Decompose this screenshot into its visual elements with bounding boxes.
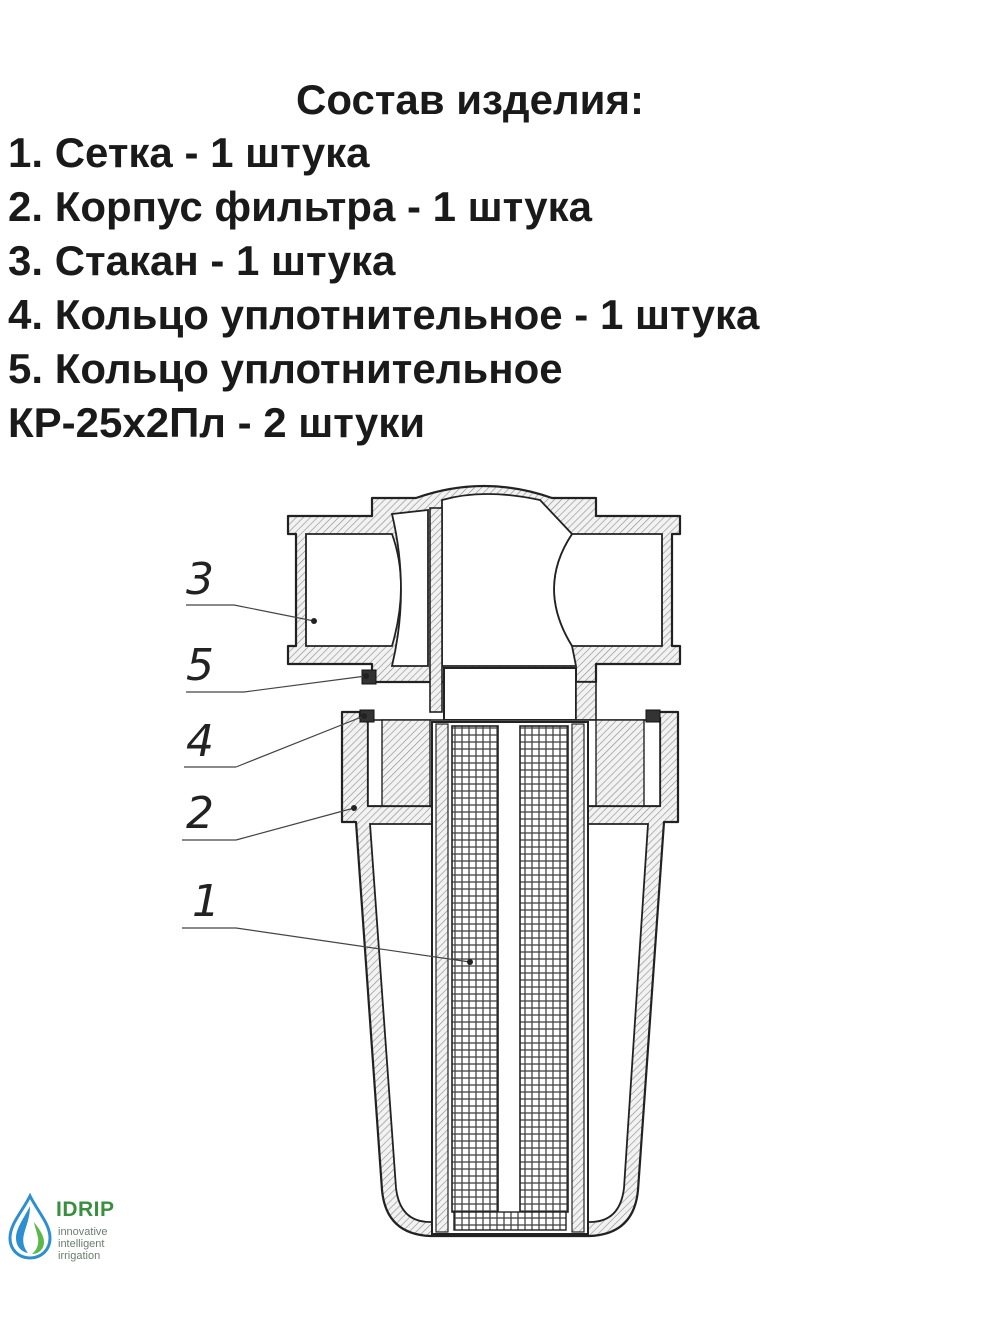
callout-number: 2 [186, 788, 214, 839]
part-item: 1. Сетка - 1 штука [8, 129, 370, 176]
callout-5: 5 [186, 640, 369, 693]
filter-cross-section: 3 5 4 2 1 [182, 484, 682, 1238]
part-item: 5. Кольцо уплотнительное [8, 345, 563, 392]
logo-tagline: innovative [58, 1226, 108, 1238]
part-item: КР-25х2Пл - 2 штуки [8, 399, 426, 446]
callout-1: 1 [182, 876, 473, 965]
part-item: 3. Стакан - 1 штука [8, 237, 396, 284]
parts-list: 1. Сетка - 1 штука 2. Корпус фильтра - 1… [8, 126, 759, 450]
part-item: 2. Корпус фильтра - 1 штука [8, 183, 593, 230]
callout-2: 2 [182, 788, 357, 841]
callout-4: 4 [184, 713, 367, 768]
water-drop-icon [8, 1192, 52, 1260]
callout-number: 1 [192, 876, 220, 927]
page-title: Состав изделия: [296, 76, 644, 123]
brand-logo: IDRIP innovative intelligent irrigation [4, 1192, 144, 1272]
filter-mesh [431, 721, 589, 1235]
callout-3: 3 [186, 554, 317, 624]
callout-number: 3 [186, 554, 214, 605]
logo-tagline: irrigation [58, 1250, 101, 1262]
part-item: 4. Кольцо уплотнительное - 1 штука [8, 291, 760, 338]
callout-number: 4 [186, 716, 214, 767]
logo-tagline: intelligent [58, 1238, 105, 1250]
seal-rings [359, 669, 661, 723]
callout-number: 5 [186, 640, 214, 691]
filter-housing [286, 484, 682, 721]
logo-name: IDRIP [56, 1198, 115, 1221]
